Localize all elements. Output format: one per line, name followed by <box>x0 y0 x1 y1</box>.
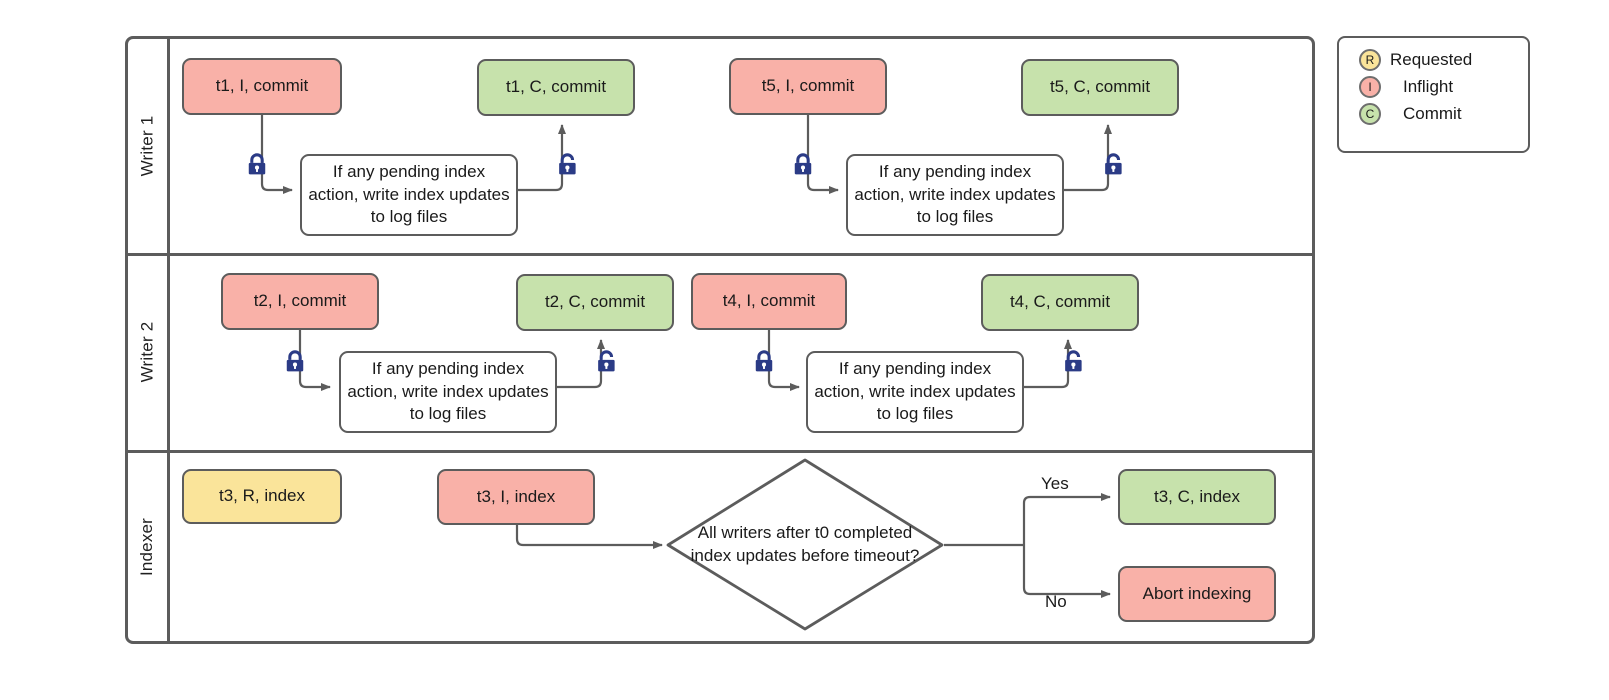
node-t2-inflight[interactable]: t2, I, commit <box>221 273 379 330</box>
edge-label-no: No <box>1045 592 1067 611</box>
lane-label-indexer: Indexer <box>137 517 157 577</box>
node-t2-commit[interactable]: t2, C, commit <box>516 274 674 331</box>
node-t3-inflight[interactable]: t3, I, index <box>437 469 595 525</box>
lock-open-icon <box>552 152 578 178</box>
node-t5-inflight[interactable]: t5, I, commit <box>729 58 887 115</box>
lane-writer-2: Writer 2 <box>128 253 1312 450</box>
legend-panel: R Requested I Inflight C Commit <box>1337 36 1530 153</box>
lock-open-icon <box>591 349 617 375</box>
lane-header-writer-1: Writer 1 <box>128 39 170 253</box>
node-t1-process[interactable]: If any pending index action, write index… <box>300 154 518 236</box>
legend-label-requested: Requested <box>1390 50 1473 69</box>
lock-closed-icon <box>244 152 270 178</box>
legend-item-inflight: I Inflight <box>1359 74 1528 100</box>
lock-closed-icon <box>751 349 777 375</box>
node-t4-inflight[interactable]: t4, I, commit <box>691 273 847 330</box>
legend-item-commit: C Commit <box>1359 101 1528 127</box>
node-t5-process[interactable]: If any pending index action, write index… <box>846 154 1064 236</box>
node-abort-indexing[interactable]: Abort indexing <box>1118 566 1276 622</box>
node-t4-commit[interactable]: t4, C, commit <box>981 274 1139 331</box>
lock-open-icon <box>1098 152 1124 178</box>
lane-header-indexer: Indexer <box>128 450 170 644</box>
node-t3-requested[interactable]: t3, R, index <box>182 469 342 524</box>
lock-closed-icon <box>282 349 308 375</box>
lane-label-writer-2: Writer 2 <box>137 321 157 382</box>
lock-closed-icon <box>790 152 816 178</box>
legend-dot-requested: R <box>1359 49 1381 71</box>
node-t1-inflight[interactable]: t1, I, commit <box>182 58 342 115</box>
decision-diamond[interactable]: All writers after t0 completed index upd… <box>665 457 945 632</box>
lane-indexer: Indexer <box>128 450 1312 644</box>
lane-header-writer-2: Writer 2 <box>128 253 170 450</box>
node-t4-process[interactable]: If any pending index action, write index… <box>806 351 1024 433</box>
edge-label-yes: Yes <box>1041 474 1069 493</box>
lane-divider-1 <box>128 253 1312 256</box>
node-t3-commit[interactable]: t3, C, index <box>1118 469 1276 525</box>
lane-writer-1: Writer 1 <box>128 39 1312 253</box>
legend-dot-inflight: I <box>1359 76 1381 98</box>
decision-label: All writers after t0 completed index upd… <box>690 522 920 565</box>
legend-dot-commit: C <box>1359 103 1381 125</box>
node-t5-commit[interactable]: t5, C, commit <box>1021 59 1179 116</box>
node-t1-commit[interactable]: t1, C, commit <box>477 59 635 116</box>
lane-divider-2 <box>128 450 1312 453</box>
legend-label-commit: Commit <box>1403 104 1462 123</box>
legend-item-requested: R Requested <box>1359 47 1528 73</box>
node-t2-process[interactable]: If any pending index action, write index… <box>339 351 557 433</box>
lane-label-writer-1: Writer 1 <box>137 115 157 177</box>
legend-label-inflight: Inflight <box>1403 77 1454 96</box>
lock-open-icon <box>1058 349 1084 375</box>
